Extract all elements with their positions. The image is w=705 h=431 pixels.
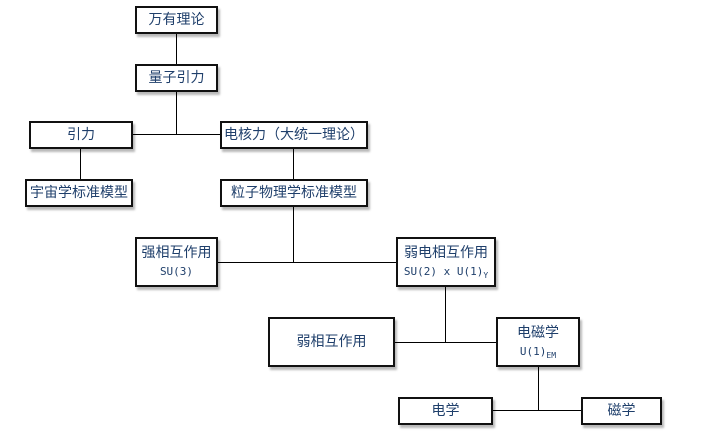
connector-toe-to-quantum-gravity: [176, 34, 177, 64]
node-formula: SU(2) x U(1)Y: [403, 264, 489, 281]
formula-subscript: Y: [483, 271, 489, 281]
node-label: 电学: [431, 402, 460, 419]
node-theory-of-everything: 万有理论: [135, 6, 218, 34]
node-label: 引力: [67, 126, 95, 143]
connector-electronuclear-to-particle: [293, 149, 294, 179]
connector-quantum-gravity-down: [176, 92, 177, 134]
node-label: 弱电相互作用: [404, 245, 488, 261]
node-particle-physics-standard-model: 粒子物理学标准模型: [220, 179, 368, 207]
connector-electroweak-down: [445, 287, 446, 342]
node-electronuclear-force: 电核力（大统一理论）: [220, 121, 368, 149]
connector-weak-to-electromagnetism: [395, 342, 496, 343]
node-weak-interaction: 弱相互作用: [268, 317, 395, 367]
connector-particle-down: [293, 207, 294, 262]
node-cosmology-standard-model: 宇宙学标准模型: [25, 179, 133, 207]
node-label: 磁学: [607, 402, 636, 419]
node-magnetism: 磁学: [581, 397, 662, 425]
connector-electricity-to-magnetism: [493, 410, 581, 411]
node-strong-interaction: 强相互作用 SU(3): [135, 237, 218, 287]
node-gravity: 引力: [29, 121, 133, 149]
node-electromagnetism: 电磁学 U(1)EM: [496, 317, 580, 367]
node-label: 量子引力: [148, 69, 205, 86]
node-label: 电磁学: [517, 325, 559, 341]
node-label: 强相互作用: [141, 245, 212, 261]
formula-main: SU(2) x U(1): [403, 265, 484, 278]
formula-main: U(1): [519, 345, 547, 358]
connector-gravity-to-electronuclear: [133, 134, 220, 135]
connector-gravity-to-cosmology: [80, 149, 81, 179]
node-label: 弱相互作用: [296, 333, 367, 350]
node-label: 电核力（大统一理论）: [224, 126, 364, 143]
formula-subscript: EM: [546, 351, 557, 361]
node-formula: SU(3): [159, 265, 194, 278]
node-label: 宇宙学标准模型: [30, 184, 128, 201]
node-quantum-gravity: 量子引力: [135, 64, 218, 92]
node-formula: U(1)EM: [519, 344, 557, 361]
node-electroweak-interaction: 弱电相互作用 SU(2) x U(1)Y: [396, 237, 496, 287]
node-label: 万有理论: [148, 11, 205, 28]
connector-strong-to-electroweak: [218, 262, 396, 263]
node-electricity: 电学: [398, 397, 493, 425]
connector-electromagnetism-down: [538, 367, 539, 410]
node-label: 粒子物理学标准模型: [231, 184, 357, 201]
